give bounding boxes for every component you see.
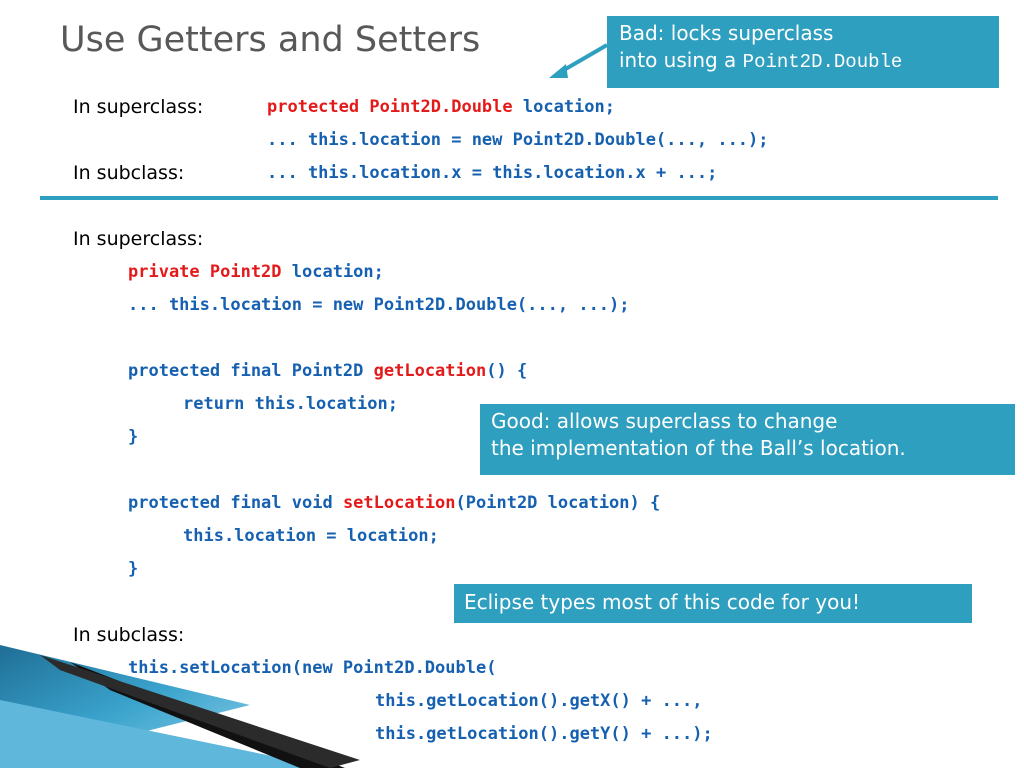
- code-sub-set-call: this.setLocation(new Point2D.Double(: [128, 658, 497, 678]
- code-segment: ... this.location.: [267, 163, 452, 183]
- code-segment: = this.location.: [461, 163, 636, 183]
- code-bad-field-type: protected Point2D.Double: [267, 97, 513, 117]
- good-callout-line2: the implementation of the Ball’s locatio…: [491, 435, 906, 460]
- bad-callout-line1: Bad: locks superclass: [619, 21, 834, 45]
- code-segment: x: [451, 163, 462, 183]
- code-setter-name: setLocation: [342, 493, 456, 513]
- code-sub-get-x: this.getLocation().getX() + ...,: [375, 691, 703, 711]
- code-segment: (Point2D location) {: [455, 493, 661, 513]
- code-good-field-name: location;: [281, 262, 384, 282]
- label-in-superclass-bad: In superclass:: [73, 96, 204, 118]
- code-bad-init: ... this.location = new Point2D.Double(.…: [267, 130, 769, 150]
- good-callout: Good: allows superclass to change the im…: [480, 404, 1015, 475]
- code-setter-body: this.location = location;: [183, 526, 439, 546]
- code-getter-name: getLocation: [373, 361, 487, 381]
- bad-callout-line2: into using a Point2D.Double: [619, 47, 987, 75]
- code-getter-body: return this.location;: [183, 394, 398, 414]
- code-segment: () {: [486, 361, 528, 381]
- bad-callout: Bad: locks superclass into using a Point…: [607, 16, 999, 88]
- section-divider: [40, 196, 998, 200]
- code-good-field: private Point2D location;: [128, 264, 384, 281]
- code-bad-direct-access: ... this.location.x = this.location.x + …: [267, 165, 717, 182]
- code-good-field-type: private Point2D: [128, 262, 282, 282]
- code-getter-signature: protected final Point2D getLocation() {: [128, 363, 527, 380]
- code-getter-close: }: [128, 427, 139, 447]
- code-bad-field-name: location;: [512, 97, 615, 117]
- code-segment: protected final void: [128, 493, 343, 513]
- code-segment: x: [635, 163, 646, 183]
- bad-callout-code: Point2D.Double: [742, 50, 903, 73]
- code-sub-get-y: this.getLocation().getY() + ...);: [375, 724, 713, 744]
- code-setter-close: }: [128, 559, 139, 579]
- label-in-superclass-good: In superclass:: [73, 228, 204, 250]
- slide-title: Use Getters and Setters: [60, 20, 481, 60]
- eclipse-callout: Eclipse types most of this code for you!: [454, 584, 972, 623]
- code-segment: protected final Point2D: [128, 361, 374, 381]
- label-in-subclass-good: In subclass:: [73, 624, 185, 646]
- code-segment: + ...;: [645, 163, 718, 183]
- code-bad-field: protected Point2D.Double location;: [267, 99, 615, 116]
- code-setter-signature: protected final void setLocation(Point2D…: [128, 495, 660, 512]
- code-good-init: ... this.location = new Point2D.Double(.…: [128, 295, 630, 315]
- label-in-subclass-bad: In subclass:: [73, 162, 185, 184]
- eclipse-callout-text: Eclipse types most of this code for you!: [464, 590, 861, 614]
- good-callout-line1: Good: allows superclass to change: [491, 409, 838, 433]
- bad-callout-text: into using a: [619, 47, 743, 72]
